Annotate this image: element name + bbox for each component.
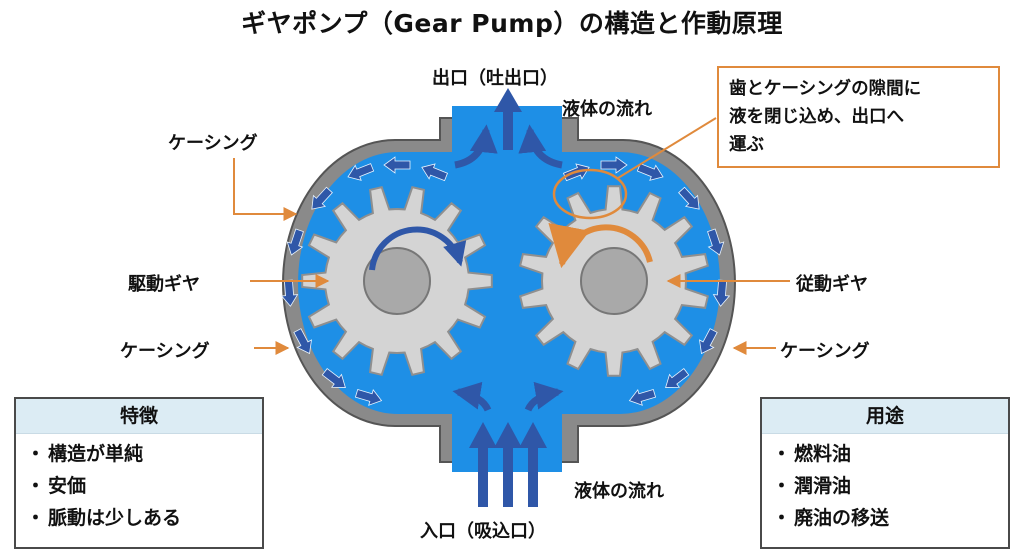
use-item: 潤滑油: [794, 475, 852, 497]
casing-label-right: ケーシング: [780, 341, 870, 362]
flow-arrow: [280, 279, 299, 307]
callout-line-2: 液を閉じ込め、出口へ: [729, 107, 904, 127]
flow-arrow: [421, 163, 449, 182]
inlet-arrow-2: [494, 422, 522, 507]
list-item: ・安価: [26, 470, 262, 502]
callout-line-3: 運ぶ: [729, 135, 764, 155]
feature-item: 安価: [48, 475, 87, 497]
uses-heading: 用途: [762, 399, 1008, 434]
flow-arrow: [628, 388, 657, 406]
casing-label-top-left: ケーシング: [168, 133, 258, 154]
drive-gear-hub: [363, 247, 431, 315]
outlet-curve-left: [454, 124, 498, 169]
inlet-arrow-1: [469, 422, 497, 507]
pointer-callout: [617, 117, 717, 179]
flow-arrow: [600, 156, 628, 174]
outlet-arrow: [494, 88, 522, 150]
drive-gear-label: 駆動ギヤ: [128, 274, 200, 295]
use-item: 燃料油: [794, 443, 852, 465]
flow-arrow: [354, 388, 383, 406]
list-item: ・潤滑油: [772, 470, 1008, 502]
flow-label-bottom: 液体の流れ: [574, 481, 664, 502]
callout-line-1: 歯とケーシングの隙間に: [729, 79, 922, 99]
list-item: ・脈動は少しある: [26, 502, 262, 534]
tooth-gap-highlight: [552, 168, 628, 220]
uses-panel: 用途 ・燃料油 ・潤滑油 ・廃油の移送: [760, 397, 1010, 549]
list-item: ・燃料油: [772, 438, 1008, 470]
outlet-label: 出口（吐出口）: [432, 68, 558, 89]
flow-arrow: [707, 228, 725, 256]
feature-item: 脈動は少しある: [48, 507, 182, 529]
casing-label-left: ケーシング: [120, 341, 210, 362]
flow-arrow: [311, 186, 333, 210]
inlet-label: 入口（吸込口）: [420, 521, 546, 542]
inlet-arrow-3: [519, 422, 547, 507]
flow-arrow: [712, 279, 731, 307]
bullet: ・: [26, 443, 46, 465]
drive-gear-rotation-arrow: [369, 226, 467, 271]
tooth-gap-callout: 歯とケーシングの隙間に 液を閉じ込め、出口へ 運ぶ: [717, 66, 1000, 168]
features-heading: 特徴: [16, 399, 262, 434]
page-title: ギヤポンプ（Gear Pump）の構造と作動原理: [241, 9, 783, 38]
bullet: ・: [772, 475, 792, 497]
list-item: ・構造が単純: [26, 438, 262, 470]
flow-arrow: [286, 228, 304, 256]
outlet-curve-right: [518, 124, 563, 169]
feature-item: 構造が単純: [48, 443, 144, 465]
flow-arrows: [280, 156, 731, 406]
pointer-casing-top-left: [233, 158, 298, 221]
flow-arrow: [293, 328, 312, 355]
features-panel: 特徴 ・構造が単純 ・安価 ・脈動は少しある: [14, 397, 264, 549]
bullet: ・: [26, 475, 46, 497]
flow-label-top: 液体の流れ: [562, 99, 652, 120]
flow-arrow: [636, 163, 664, 181]
flow-arrow: [678, 186, 700, 210]
driven-gear-label: 従動ギヤ: [796, 274, 868, 295]
flow-arrow: [699, 328, 718, 355]
driven-gear-hub: [580, 247, 648, 315]
flow-arrow: [347, 163, 375, 181]
bullet: ・: [772, 507, 792, 529]
bullet: ・: [772, 443, 792, 465]
inlet-curve-left: [452, 381, 492, 412]
use-item: 廃油の移送: [794, 507, 890, 529]
inlet-curve-right: [524, 381, 564, 412]
flow-arrow: [383, 156, 411, 174]
driven-gear-rotation-arrow: [548, 222, 653, 269]
list-item: ・廃油の移送: [772, 502, 1008, 534]
flow-arrow: [321, 368, 346, 388]
bullet: ・: [26, 507, 46, 529]
flow-arrow: [665, 368, 690, 388]
